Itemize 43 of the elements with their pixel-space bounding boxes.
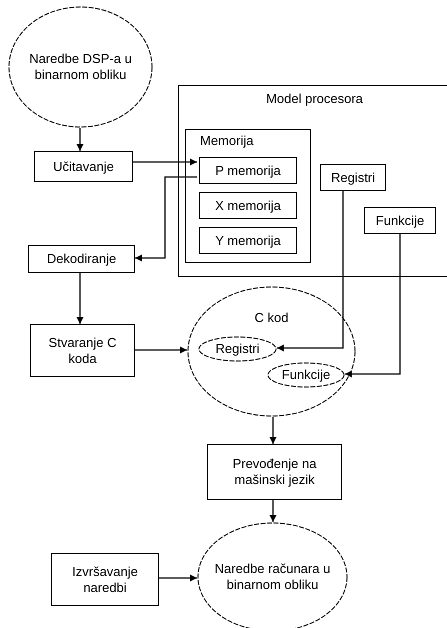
node-label: C kod [254,310,288,326]
arrow [159,574,197,582]
node-label: P memorija [215,162,281,178]
arrow [344,233,401,378]
process-box [364,207,436,234]
node-label: Funkcije [282,367,330,383]
node-label: Registri [215,341,260,357]
oval-node [8,6,153,128]
node-label: Naredbe računara u binarnom obliku [214,561,332,593]
oval-node [187,286,356,417]
node-label: Funkcije [376,212,424,228]
node-label: Učitavanje [53,158,114,174]
arrow [270,500,276,522]
arrow [76,273,84,324]
node-label: Dekodiranje [46,251,116,267]
process-box [34,151,133,182]
arrow [135,176,197,262]
process-box [199,192,297,219]
arrow [135,346,188,354]
node-label: Stvaranje C koda [48,334,116,366]
process-box [51,553,159,606]
process-box [30,324,135,377]
node-label: Registri [330,170,376,186]
process-box [199,227,297,254]
node-label: Naredbe DSP-a u binarnom obliku [28,51,133,83]
process-box [199,157,297,184]
process-box [28,245,135,273]
node-label: Model procesora [266,91,363,107]
group-panel [178,85,447,277]
arrow [270,417,276,444]
node-label: Izvršavanje naredbi [71,564,139,596]
oval-node [267,362,345,388]
arrow [276,190,344,352]
node-label: Memorija [200,133,254,149]
arrow [133,158,197,166]
node-label: Y memorija [215,232,281,248]
node-label: Prevođenje na mašinski jezik [232,456,318,488]
process-box [320,164,386,191]
arrow [76,128,84,151]
process-box [207,444,342,500]
oval-node [198,336,277,362]
group-panel [185,129,311,263]
node-label: X memorija [215,198,281,214]
